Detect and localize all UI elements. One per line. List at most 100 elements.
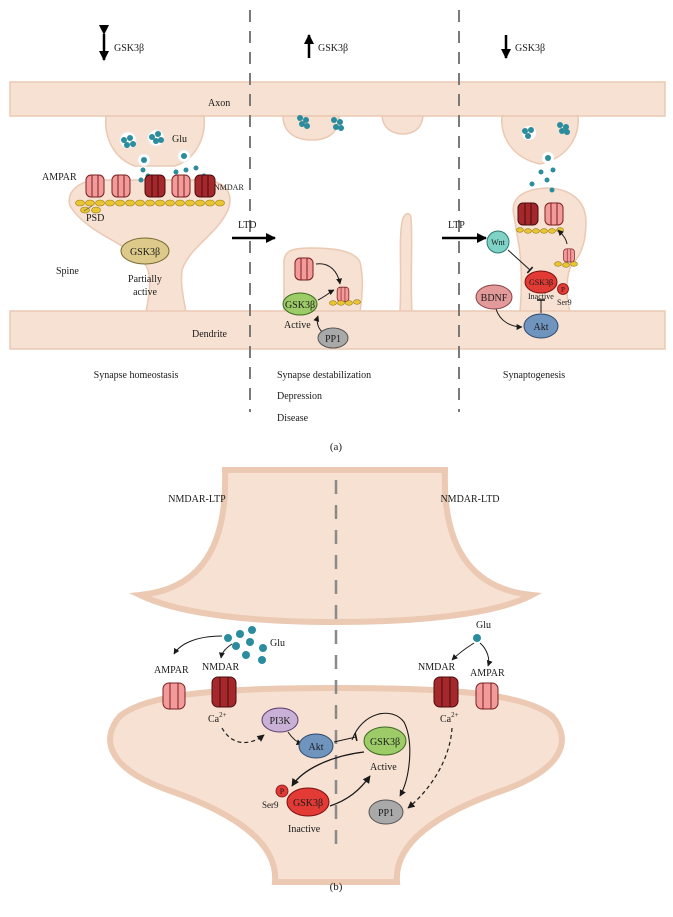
pi3k-node bbox=[261, 707, 299, 733]
ampar-receptor bbox=[544, 202, 564, 226]
bdnf-to-akt-arrow bbox=[495, 308, 523, 330]
homeostasis-indicator: GSK3β bbox=[99, 25, 144, 61]
gsk3b-label-col1: GSK3β bbox=[114, 43, 144, 54]
ampar-right-label: AMPAR bbox=[470, 668, 505, 679]
ampar-receptor bbox=[85, 174, 105, 198]
gsk3b-label-col2: GSK3β bbox=[318, 43, 348, 54]
phospho-p bbox=[275, 784, 289, 798]
glu-vesicle bbox=[297, 115, 344, 131]
akt-node bbox=[298, 733, 334, 759]
ampar-receptor bbox=[563, 248, 575, 263]
glu-vesicle bbox=[149, 131, 164, 144]
gsk3b-inactive bbox=[524, 270, 558, 294]
nmdar-receptor bbox=[144, 174, 166, 198]
partially-label: Partially bbox=[128, 274, 162, 285]
bdnf-label: BDNF bbox=[481, 293, 508, 304]
spine-label: Spine bbox=[56, 266, 79, 277]
ltd-label: LTD bbox=[238, 220, 257, 231]
ampar-receptor bbox=[336, 286, 350, 302]
p-b-label: P bbox=[280, 787, 285, 796]
gsk3b-partial bbox=[120, 237, 170, 265]
wnt-inhibit bbox=[507, 249, 534, 274]
caption-synaptogenesis: Synaptogenesis bbox=[503, 370, 565, 381]
axon-label: Axon bbox=[208, 98, 230, 109]
ampar-left-label: AMPAR bbox=[154, 665, 189, 676]
ampar-receptor bbox=[111, 174, 131, 198]
gsk3b-inactive-b-label: GSK3β bbox=[293, 798, 323, 809]
internalization-arrow bbox=[315, 263, 343, 285]
gsk3b-inactive bbox=[286, 787, 330, 817]
nmdar-label: NMDAR bbox=[214, 183, 244, 192]
inactive-to-active-arrow bbox=[329, 775, 371, 807]
ca-left-label: Ca2+ bbox=[208, 711, 227, 725]
akt-node bbox=[523, 313, 559, 339]
pi3k-label: PI3K bbox=[269, 716, 291, 727]
psd-scaffold bbox=[554, 261, 578, 268]
ca-to-pp1-arrow bbox=[407, 727, 453, 809]
nmdar-receptor bbox=[194, 174, 216, 198]
panel-a-label: (a) bbox=[330, 441, 343, 453]
nmdar-receptor bbox=[517, 202, 539, 226]
ampar-receptor bbox=[162, 682, 186, 710]
destabilized-synapse: GSK3β Active PP1 bbox=[282, 115, 361, 349]
nmdar-left-label: NMDAR bbox=[202, 662, 240, 673]
caption-depression: Depression bbox=[277, 391, 322, 402]
glu-to-nmdar-r-arrow bbox=[451, 642, 475, 661]
ser9-b-label: Ser9 bbox=[262, 800, 279, 810]
pp1-activation-arrow bbox=[351, 712, 411, 797]
pp1-label: PP1 bbox=[325, 334, 341, 345]
destabilization-indicator: GSK3β bbox=[304, 34, 348, 58]
pp1-node bbox=[368, 799, 404, 825]
panel-b-label: (b) bbox=[330, 881, 343, 893]
gsk3b-active bbox=[282, 292, 318, 316]
active-b-label: Active bbox=[370, 762, 397, 773]
ltp-side: Glu AMPAR NMDAR Ca2+ PI3K Akt GSK3β bbox=[154, 626, 358, 835]
glu-vesicle bbox=[522, 122, 570, 139]
nmdar-receptor bbox=[211, 676, 237, 708]
homeostasis-synapse: Glu AMPAR NMDAR bbox=[42, 129, 244, 298]
gsk3b-to-ampar-arrow bbox=[317, 289, 335, 301]
caption-homeostasis: Synapse homeostasis bbox=[94, 370, 179, 381]
title-nmdar-ltd: NMDAR-LTD bbox=[440, 494, 499, 505]
glu-molecule bbox=[473, 634, 481, 642]
ampar-label: AMPAR bbox=[42, 172, 77, 183]
glu-to-ampar-r-arrow bbox=[479, 642, 493, 667]
active-to-inactive-arrow bbox=[291, 751, 365, 787]
new-synapse: Wnt GSK3β P Inactive Ser9 BDNF Akt bbox=[475, 122, 578, 339]
gsk3b-partial-label: GSK3β bbox=[130, 247, 160, 258]
ampar-receptor bbox=[475, 682, 499, 710]
bdnf-node bbox=[475, 284, 513, 310]
inactive-b-label: Inactive bbox=[288, 824, 321, 835]
gsk3b-active-label: GSK3β bbox=[285, 300, 315, 311]
ampar-receptor bbox=[294, 257, 314, 281]
active-label: active bbox=[133, 287, 157, 298]
glu-label: Glu bbox=[172, 134, 187, 145]
gsk3b-label-col3: GSK3β bbox=[515, 43, 545, 54]
wnt-label: Wnt bbox=[491, 238, 506, 247]
phospho-p bbox=[557, 283, 569, 295]
pp1-node bbox=[317, 327, 349, 349]
active-caption: Active bbox=[284, 320, 311, 331]
p-label: P bbox=[561, 286, 565, 294]
pp1-b-label: PP1 bbox=[378, 808, 394, 819]
ltd-side: GSK3β Active PP1 Glu NMDAR AMPAR Ca2+ bbox=[363, 620, 505, 825]
nmdar-receptor bbox=[433, 676, 459, 708]
psd-label: PSD bbox=[86, 213, 104, 224]
ca-right-label: Ca2+ bbox=[440, 711, 459, 725]
title-nmdar-ltp: NMDAR-LTP bbox=[168, 494, 226, 505]
glu-molecules bbox=[224, 626, 267, 664]
glu-vesicle bbox=[121, 135, 136, 148]
presynaptic-terminal bbox=[129, 467, 543, 626]
gsk3b-active bbox=[363, 726, 407, 756]
inactive-label: Inactive bbox=[528, 292, 554, 301]
glu-to-ampar-arrow bbox=[173, 635, 223, 655]
caption-destabilization: Synapse destabilization bbox=[277, 370, 371, 381]
psd-scaffold bbox=[329, 299, 361, 306]
insertion-arrow bbox=[557, 229, 568, 245]
glu-left-label: Glu bbox=[270, 638, 285, 649]
glu-molecules bbox=[529, 167, 556, 193]
glu-right-label: Glu bbox=[476, 620, 491, 631]
ca-to-pi3k-arrow bbox=[221, 727, 265, 743]
dendrite-label: Dendrite bbox=[192, 329, 228, 340]
panel-b: NMDAR-LTP NMDAR-LTD Glu AMPAR NMDAR Ca2+ bbox=[107, 467, 565, 893]
